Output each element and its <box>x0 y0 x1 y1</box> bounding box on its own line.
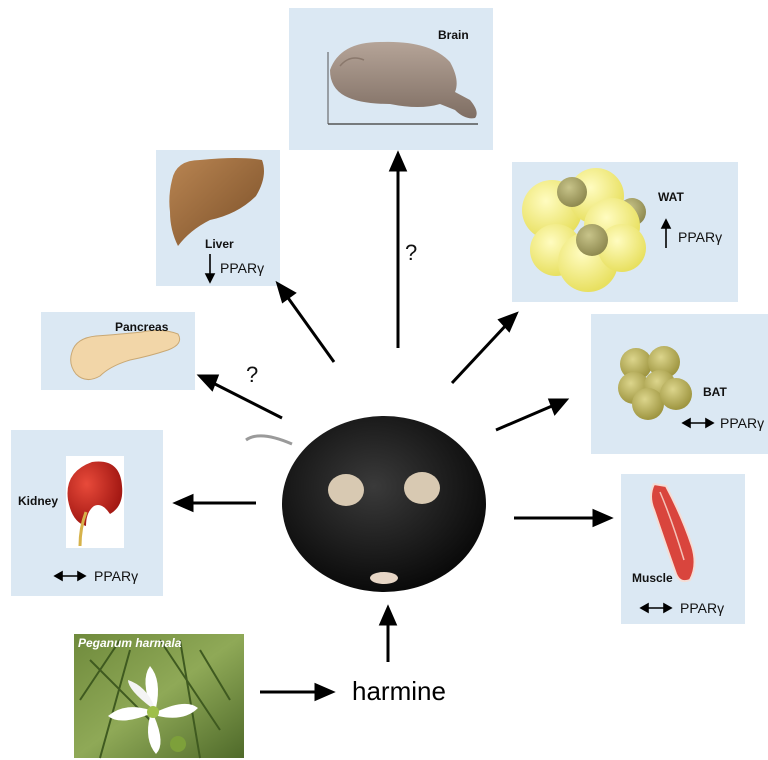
arrow-to-brain <box>391 154 405 348</box>
kidney-ppar-double-arrow-icon <box>55 572 85 580</box>
arrow-harmine-to-mouse <box>381 608 395 662</box>
brain-unknown-mark: ? <box>405 240 417 266</box>
harmine-label: harmine <box>352 676 446 707</box>
wat-ppar-up-arrow-icon <box>662 220 670 248</box>
plant-photo <box>74 634 244 758</box>
kidney-illustration <box>66 456 124 548</box>
muscle-ppar-double-arrow-icon <box>641 604 671 612</box>
bat-ppar-double-arrow-icon <box>683 419 713 427</box>
liver-ppar-down-arrow-icon <box>206 254 214 282</box>
arrow-to-liver <box>278 284 334 362</box>
arrow-plant-to-harmine <box>260 685 332 699</box>
brain-label: Brain <box>438 28 469 42</box>
arrow-to-pancreas <box>200 376 282 418</box>
liver-ppar-label: PPARγ <box>220 260 264 276</box>
liver-label: Liver <box>205 237 234 251</box>
bat-illustration <box>618 346 692 420</box>
pancreas-label: Pancreas <box>115 320 168 334</box>
muscle-label: Muscle <box>632 571 673 585</box>
wat-illustration <box>522 168 646 292</box>
kidney-ppar-label: PPARγ <box>94 568 138 584</box>
pancreas-illustration <box>71 330 180 379</box>
bat-label: BAT <box>703 385 727 399</box>
arrow-to-bat <box>496 400 566 430</box>
arrow-to-kidney <box>176 496 256 510</box>
arrow-to-muscle <box>514 511 610 525</box>
wat-label: WAT <box>658 190 684 204</box>
muscle-illustration <box>651 484 695 581</box>
arrow-to-wat <box>452 314 516 383</box>
wat-ppar-label: PPARγ <box>678 229 722 245</box>
muscle-ppar-label: PPARγ <box>680 600 724 616</box>
bat-ppar-label: PPARγ <box>720 415 764 431</box>
mouse-illustration <box>246 416 486 592</box>
brain-illustration <box>328 42 478 124</box>
pancreas-unknown-mark: ? <box>246 362 258 388</box>
liver-illustration <box>169 158 264 246</box>
plant-label: Peganum harmala <box>78 636 181 650</box>
kidney-label: Kidney <box>18 494 58 508</box>
